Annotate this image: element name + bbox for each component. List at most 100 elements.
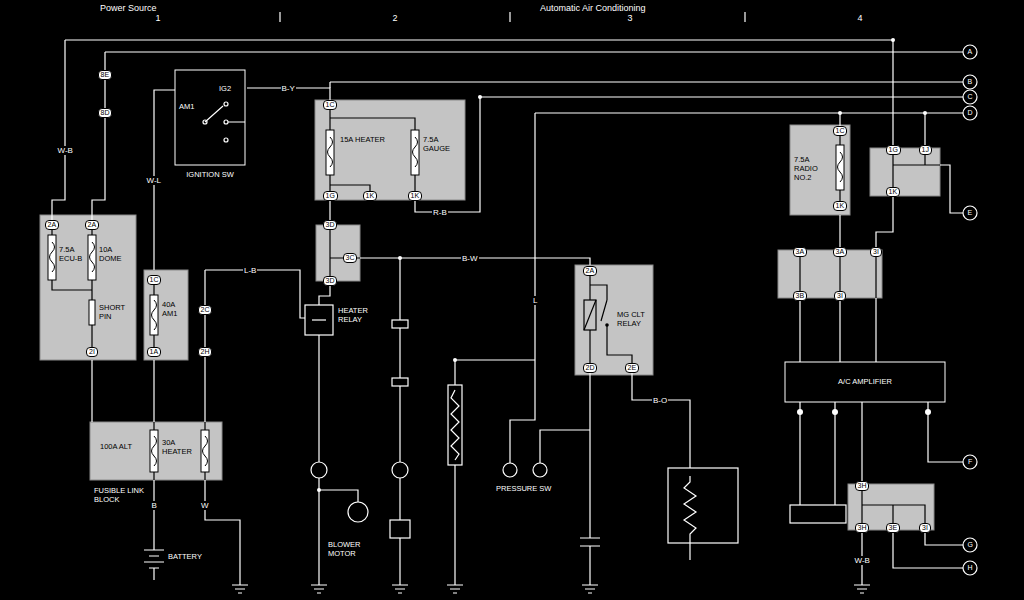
junction-block-panel: 15A HEATER 7.5A GAUGE: [315, 100, 465, 200]
node-text: 7.5A GAUGE: [423, 135, 461, 153]
pin-code: 3A: [793, 247, 808, 257]
wire-color: B-W: [461, 254, 479, 263]
connector-code: 2I: [86, 347, 98, 357]
pin-code: 3I: [834, 291, 846, 301]
pin-code: 3I: [870, 247, 882, 257]
wire-color: L-B: [243, 266, 257, 275]
pin-code: 3H: [855, 481, 870, 491]
wire-color: R-B: [432, 208, 448, 217]
node-text: A/C AMPLIFIER: [785, 377, 945, 386]
connector-code: 2A: [45, 220, 60, 230]
node-text: SHORT PIN: [99, 303, 133, 321]
wire-connector: [839, 298, 840, 362]
pin-code: 3D: [323, 220, 338, 230]
connector-letter: D: [968, 109, 973, 117]
pin-code: 1G: [886, 145, 901, 155]
section-heading: Power Source: [100, 3, 157, 13]
amplifier-box: A/C AMPLIFIER: [785, 362, 947, 402]
wire-color: W-B: [854, 556, 871, 565]
connector-code: 2A: [85, 220, 100, 230]
connector-block: 3H 3H 3E 3I: [848, 484, 934, 530]
page-title: Automatic Air Conditioning: [540, 3, 646, 13]
wire-connector: [875, 298, 876, 362]
connector-letter: H: [968, 564, 973, 572]
connector-code: 8E: [98, 70, 113, 80]
wire-connector: [91, 360, 92, 422]
battery: BATTERY: [138, 538, 218, 582]
node-text: IG2: [219, 84, 231, 93]
component-name: FUSIBLE LINK BLOCK: [94, 486, 150, 504]
node-text: 7.5A ECU-B: [59, 245, 86, 263]
wire-color: W-L: [146, 176, 163, 185]
connector-letter: B: [968, 78, 973, 86]
wire-color: B: [151, 501, 158, 510]
junction-block-panel: 7.5A ECU-B 10A DOME SHORT PIN: [40, 215, 136, 360]
wire-connector: [799, 298, 800, 362]
node-text: 30A HEATER: [162, 438, 200, 456]
connector-letter: E: [968, 209, 973, 217]
connector-code: 8D: [98, 108, 113, 118]
connector-block: 1G 1J 1K: [870, 148, 940, 196]
connector-letter: F: [968, 458, 972, 466]
connector-code: 2D: [583, 363, 598, 373]
pin-code: 3H: [855, 523, 870, 533]
node-text: 40A AM1: [162, 300, 186, 318]
connector-letter: A: [968, 48, 973, 56]
connector-code: 1K: [408, 191, 423, 201]
column-number: 3: [628, 13, 633, 23]
column-number: 2: [393, 13, 398, 23]
wire-color: W-B: [57, 146, 74, 155]
node-text: BATTERY: [168, 552, 202, 561]
wire-connector: [861, 402, 862, 484]
component-name: PRESSURE SW: [496, 484, 556, 493]
wire-color: B-Y: [281, 84, 296, 93]
connector-code: 1K: [363, 191, 378, 201]
component-name: HEATER RELAY: [338, 306, 384, 324]
pin-code: 3E: [886, 523, 901, 533]
column-number: 1: [156, 13, 161, 23]
column-number: 4: [858, 13, 863, 23]
ignition-switch: AM1 IG2IGNITION SW: [175, 70, 247, 188]
node-text: 7.5A RADIO NO.2: [794, 155, 834, 182]
connector-code: 2A: [583, 266, 598, 276]
node-text: 10A DOME: [99, 245, 133, 263]
wire-connector: [153, 360, 154, 422]
connector-code: 2H: [198, 347, 213, 357]
pin-code: 3B: [793, 291, 808, 301]
wire-color: L: [532, 296, 538, 305]
node-text: MG CLT RELAY: [617, 310, 651, 328]
pin-code: 3I: [919, 523, 931, 533]
wire-color: W: [200, 501, 210, 510]
pin-code: 3A: [833, 247, 848, 257]
wire-color: B-O: [652, 396, 668, 405]
node-text: 100A ALT: [100, 442, 144, 451]
connector-code: 1C: [323, 100, 338, 110]
pin-code: 3D: [323, 276, 338, 286]
pin-code: 1J: [919, 145, 932, 155]
fusible-link-block: 100A ALT 30A HEATER: [90, 422, 222, 480]
connector-code: 1C: [833, 126, 848, 136]
node-text: AM1: [179, 102, 194, 111]
wire-connector: [876, 196, 893, 250]
pin-code: 1K: [886, 187, 901, 197]
connector-code: 1G: [323, 191, 338, 201]
connector-code: 2C: [198, 305, 213, 315]
connector-block: 3A 3A 3I 3B 3I: [778, 250, 882, 298]
relay-panel: MG CLT RELAY: [575, 265, 653, 375]
connector-code: 2E: [625, 363, 640, 373]
connector-letter: G: [968, 541, 973, 549]
connector-code: 1A: [147, 347, 162, 357]
connector-block: 3D3C3D: [316, 225, 360, 281]
connector-letter: C: [968, 93, 973, 101]
component-name: BLOWER MOTOR: [328, 540, 386, 558]
connector-code: 1C: [147, 275, 162, 285]
pin-code: 3C: [343, 253, 358, 263]
wire-connector: [839, 215, 840, 250]
connector-code: 1K: [833, 201, 848, 211]
node-text: IGNITION SW: [175, 170, 245, 179]
node-text: 15A HEATER: [340, 135, 390, 144]
